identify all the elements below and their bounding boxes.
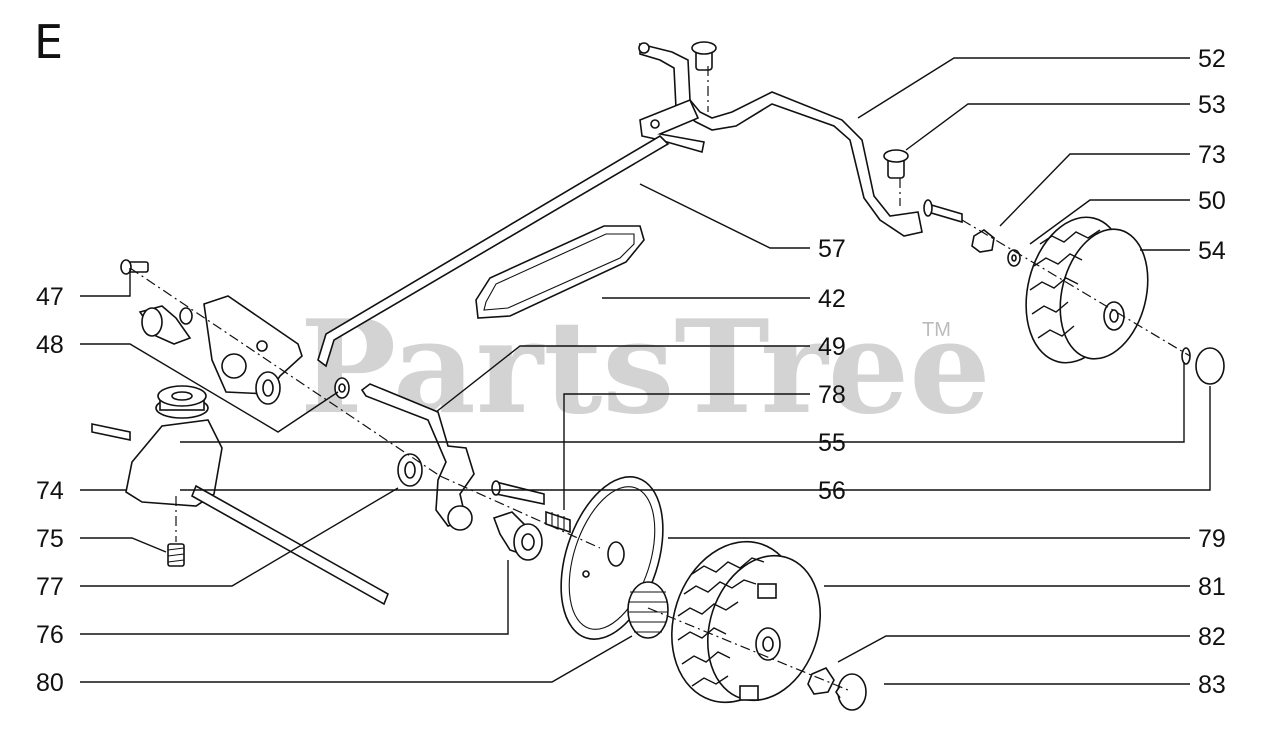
bushing-53 xyxy=(883,149,909,179)
clip-55 xyxy=(1181,347,1191,365)
pinion-gear-80 xyxy=(627,581,669,639)
rod-57 xyxy=(317,134,670,368)
callout-57: 57 xyxy=(818,235,846,263)
callout-76: 76 xyxy=(36,621,64,649)
bushing-53-top xyxy=(691,41,717,71)
washer-48 xyxy=(334,377,350,399)
callout-80: 80 xyxy=(36,669,64,697)
nut-73 xyxy=(971,229,995,253)
callout-79: 79 xyxy=(1198,525,1226,553)
bracket-48 xyxy=(138,295,303,405)
callout-55: 55 xyxy=(818,429,846,457)
callout-50: 50 xyxy=(1198,187,1226,215)
hub-76 xyxy=(492,511,543,561)
axle-pin xyxy=(923,199,963,224)
callouts-middle: 57 42 49 78 55 56 xyxy=(818,235,846,505)
cap-56 xyxy=(1195,347,1225,385)
cap-83 xyxy=(835,673,867,711)
callout-53: 53 xyxy=(1198,91,1226,119)
callout-49: 49 xyxy=(818,333,846,361)
leader-lines xyxy=(80,57,1211,685)
callout-73: 73 xyxy=(1198,141,1226,169)
spring-78 xyxy=(545,510,571,534)
gearbox-74 xyxy=(91,307,390,606)
wheel-81 xyxy=(671,540,822,704)
watermark: PartsTree xyxy=(300,293,991,443)
callout-48: 48 xyxy=(36,331,64,359)
spring-75 xyxy=(167,543,185,567)
callout-56: 56 xyxy=(818,477,846,505)
callout-52: 52 xyxy=(1198,45,1226,73)
bolt-47 xyxy=(120,259,149,275)
callout-47: 47 xyxy=(36,283,64,311)
callout-74: 74 xyxy=(36,477,64,505)
callout-78: 78 xyxy=(818,381,846,409)
callouts-right: 52 53 73 50 54 79 81 82 83 xyxy=(1198,45,1226,699)
callout-77: 77 xyxy=(36,573,64,601)
callout-82: 82 xyxy=(1198,623,1226,651)
belt-42 xyxy=(475,225,645,319)
callout-75: 75 xyxy=(36,525,64,553)
bearing-77 xyxy=(397,453,423,487)
assembly-axes xyxy=(129,66,1191,691)
shaft-pin xyxy=(491,480,545,505)
section-letter: E xyxy=(34,15,63,69)
callout-54: 54 xyxy=(1198,237,1226,265)
wheel-54 xyxy=(1025,216,1149,364)
nut-82 xyxy=(807,667,835,695)
callout-81: 81 xyxy=(1198,573,1226,601)
trademark: TM xyxy=(922,319,951,341)
callouts-left: 47 48 74 75 77 76 80 xyxy=(36,283,64,697)
washer-50 xyxy=(1007,249,1021,267)
callout-83: 83 xyxy=(1198,671,1226,699)
callout-42: 42 xyxy=(818,285,846,313)
